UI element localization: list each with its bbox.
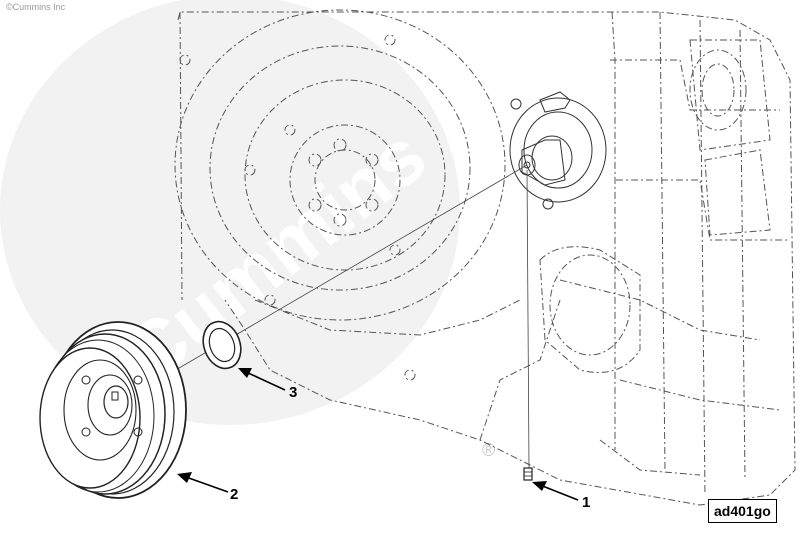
callout-2-label: 2 xyxy=(230,486,239,503)
dowel-pin xyxy=(523,467,533,481)
copyright-text: ©Cummins Inc xyxy=(6,2,66,12)
crankshaft-pulley xyxy=(39,321,187,499)
figure-reference-code: ad401go xyxy=(708,499,777,523)
gear-housing xyxy=(174,9,506,381)
front-seal xyxy=(202,320,242,370)
brand-watermark: Cummins xyxy=(0,0,460,425)
registered-mark: ® xyxy=(482,440,495,460)
crankshaft-nose xyxy=(509,91,607,210)
engine-block xyxy=(177,11,796,506)
dowel-alignment-line xyxy=(526,169,530,469)
callout-3-label: 3 xyxy=(289,384,298,401)
callout-1-label: 1 xyxy=(582,494,591,511)
callout-leaders xyxy=(177,368,579,501)
